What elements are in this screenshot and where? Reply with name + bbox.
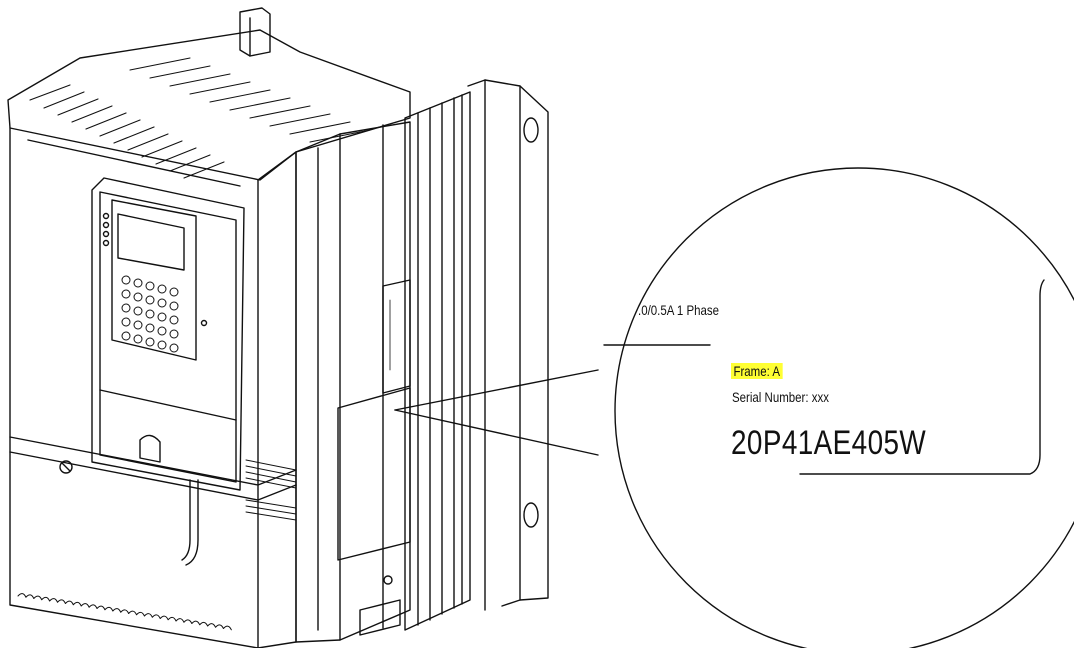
top-vents [29,57,371,179]
drive-housing [7,29,411,648]
nameplate-magnifier [394,167,1074,648]
bottom-vents [17,593,232,631]
side-panel [295,121,411,643]
hmi-keypad [91,177,245,491]
catalog-number: 20P41AE405W [731,424,927,462]
keypad-buttons [121,275,179,353]
rating-text: .0/0.5A 1 Phase [638,302,720,318]
serial-number-label: Serial Number: xxx [732,389,829,405]
heat-sink [404,91,471,631]
frame-label: Frame: A [731,363,783,379]
lower-cover [59,459,297,566]
mounting-bracket [239,7,549,611]
